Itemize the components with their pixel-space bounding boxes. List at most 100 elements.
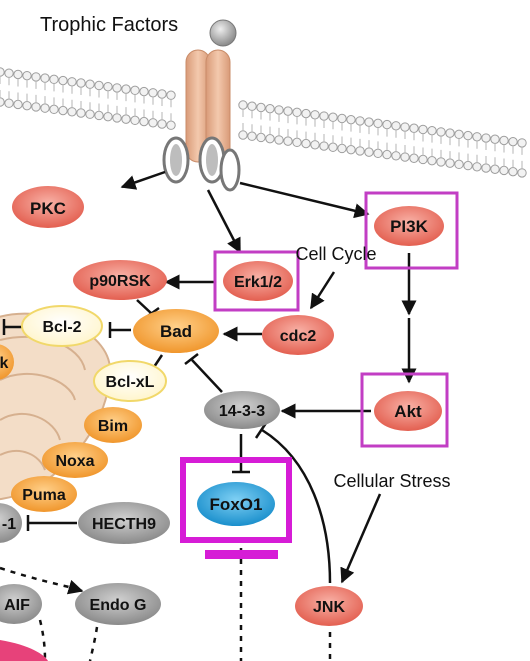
node-aif: AIF	[0, 584, 42, 624]
trophic-factors-label: Trophic Factors	[40, 14, 178, 36]
node-jnk: JNK	[295, 586, 363, 626]
lipid-head	[490, 164, 500, 174]
lipid-head	[328, 142, 338, 152]
lipid-head	[94, 110, 104, 121]
lipid-head	[31, 72, 41, 82]
lipid-head	[4, 98, 14, 108]
node-noxa: Noxa	[42, 442, 108, 478]
lipid-head	[76, 108, 86, 118]
lipid-head	[274, 135, 284, 145]
lipid-head	[67, 107, 77, 117]
node-cdc2-label: cdc2	[280, 328, 317, 345]
lipid-head	[355, 116, 365, 126]
lipid-head	[409, 123, 419, 133]
pi3k-highlight-box	[364, 191, 459, 270]
node-pi3k: PI3K	[374, 206, 444, 246]
lipid-head	[400, 152, 410, 162]
lipid-head	[319, 141, 329, 151]
node-endog: Endo G	[75, 583, 161, 625]
receptor	[162, 19, 241, 192]
lipid-head	[13, 69, 23, 80]
lipid-head	[463, 160, 473, 171]
lipid-head	[499, 135, 509, 146]
lipid-head	[382, 119, 392, 130]
akt-highlight-box	[360, 372, 449, 448]
lipid-head	[481, 133, 491, 143]
lipid-head	[337, 143, 347, 154]
lipid-head	[391, 151, 401, 161]
highlight-boxes	[180, 191, 459, 543]
node-partial-1-label: -1	[2, 516, 16, 533]
lipid-head	[103, 111, 113, 122]
node-bclxl-label: Bcl-xL	[106, 374, 155, 391]
lipid-head	[157, 89, 167, 99]
lipid-head	[49, 74, 59, 85]
lipid-head	[346, 144, 356, 155]
lipid-head	[400, 122, 410, 132]
lipid-head	[31, 102, 41, 112]
lipid-head	[85, 79, 95, 89]
lipid-head	[22, 100, 32, 111]
lipid-head	[445, 128, 455, 138]
node-bclxl: Bcl-xL	[93, 360, 167, 402]
lipid-head	[166, 120, 176, 130]
lipid-head	[139, 116, 149, 127]
lipid-head	[13, 99, 23, 110]
node-partial-k: k	[0, 344, 14, 380]
node-hecth9-label: HECTH9	[92, 516, 156, 533]
node-akt-label: Akt	[394, 402, 422, 421]
node-1433-label: 14-3-3	[219, 403, 265, 420]
cellular-stress-label: Cellular Stress	[333, 471, 450, 491]
lipid-head	[157, 119, 167, 129]
node-bim: Bim	[84, 407, 142, 443]
lipid-head	[409, 153, 419, 163]
lipid-head	[247, 131, 257, 141]
lipid-head	[121, 84, 131, 94]
cell-cycle-label: Cell Cycle	[295, 244, 376, 264]
lipid-head	[0, 97, 5, 107]
lipid-head	[274, 105, 284, 115]
lipid-head	[364, 117, 374, 127]
lipid-head	[382, 149, 392, 160]
lipid-head	[292, 137, 302, 148]
lipid-head	[364, 147, 374, 157]
lipid-head	[481, 163, 491, 173]
lipid-head	[22, 70, 32, 81]
lipid-head	[301, 138, 311, 149]
node-aif-label: AIF	[4, 597, 30, 614]
lipid-head	[247, 101, 257, 111]
lipid-head	[454, 159, 464, 170]
lipid-head	[0, 67, 5, 77]
foxo1-highlight-box	[180, 457, 292, 543]
cell-membrane	[0, 67, 527, 178]
dashed-connectors	[0, 548, 332, 661]
lipid-head	[148, 118, 158, 128]
node-akt: Akt	[374, 391, 442, 431]
lipid-head	[517, 138, 527, 148]
lipid-head	[283, 106, 293, 116]
lipid-head	[256, 102, 266, 113]
lipid-head	[67, 77, 77, 87]
lipid-head	[265, 103, 275, 114]
lipid-head	[418, 124, 428, 135]
node-foxo1-label: FoxO1	[210, 495, 263, 514]
lipid-head	[445, 158, 455, 168]
lipid-head	[85, 109, 95, 119]
node-erk-label: Erk1/2	[234, 274, 282, 291]
erk-highlight-box	[213, 250, 300, 312]
lipid-head	[310, 140, 320, 150]
lipid-head	[112, 113, 122, 123]
lipid-head	[499, 165, 509, 176]
node-bcl2-label: Bcl-2	[42, 319, 81, 336]
node-p90rsk-label: p90RSK	[89, 273, 151, 290]
lipid-head	[166, 90, 176, 100]
lipid-head	[112, 83, 122, 93]
lipid-head	[148, 88, 158, 98]
node-erk: Erk1/2	[223, 261, 293, 301]
lipid-head	[454, 129, 464, 140]
node-p90rsk: p90RSK	[73, 260, 167, 300]
lipid-head	[427, 125, 437, 136]
lipid-head	[76, 78, 86, 88]
lipid-head	[508, 136, 518, 147]
lipid-head	[319, 111, 329, 121]
